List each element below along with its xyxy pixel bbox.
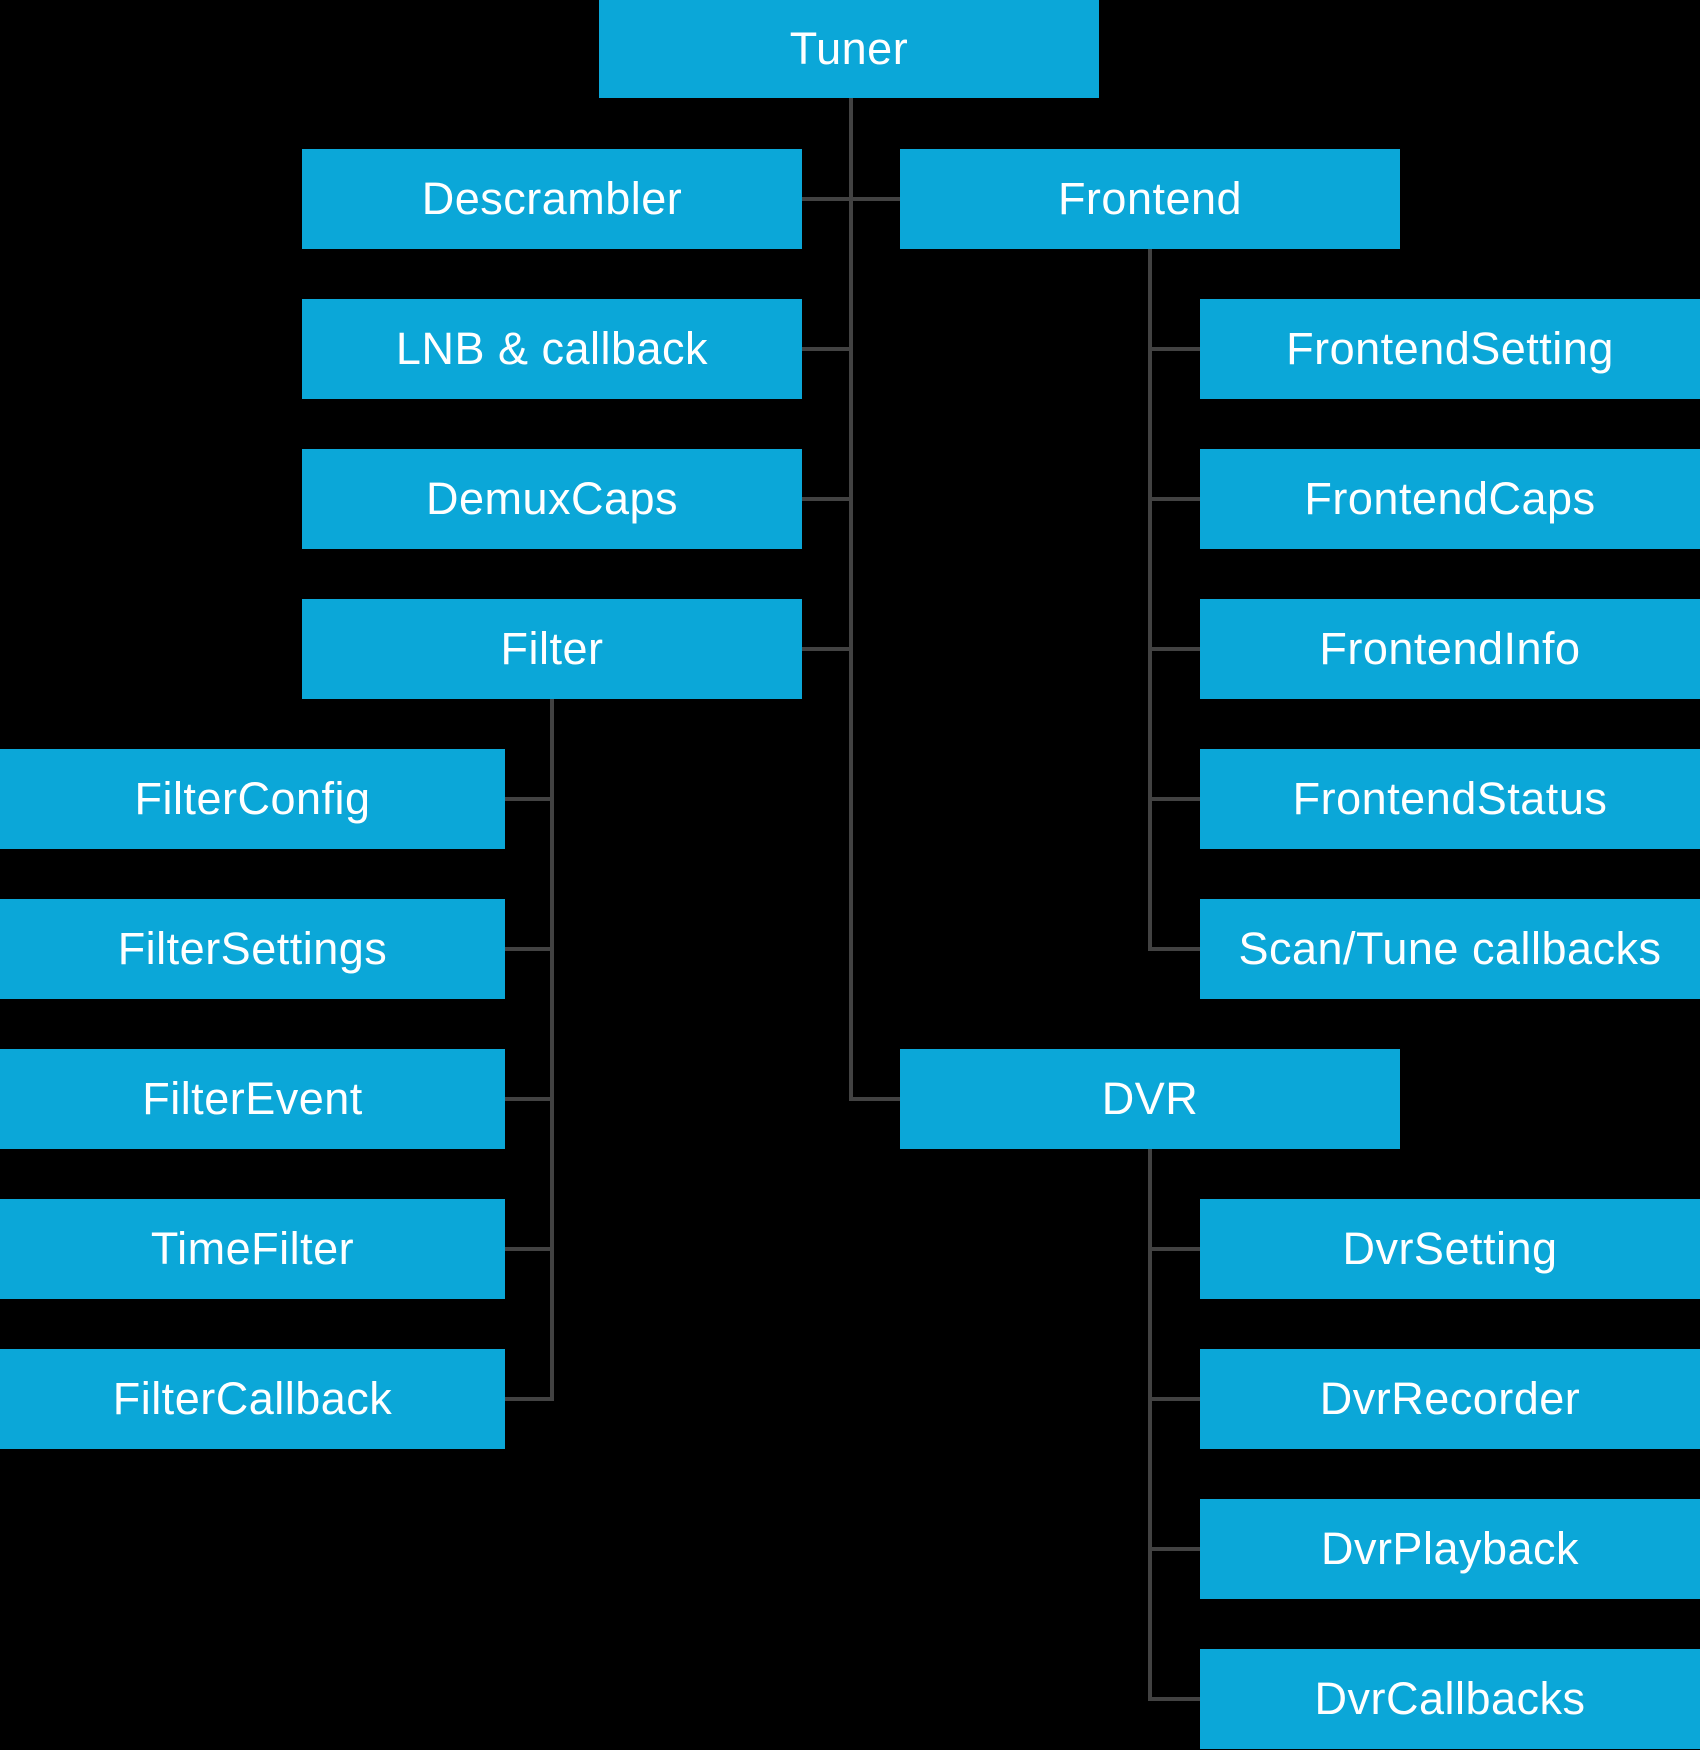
node-label-descrambler: Descrambler xyxy=(421,173,683,224)
connector-stub-lnb xyxy=(802,347,849,351)
connector-stub-timefilter xyxy=(505,1247,552,1251)
node-dvrsetting: DvrSetting xyxy=(1200,1199,1700,1299)
node-tuner: Tuner xyxy=(599,0,1099,98)
node-label-dvrsetting: DvrSetting xyxy=(1342,1223,1558,1274)
node-dvrcallbacks: DvrCallbacks xyxy=(1200,1649,1700,1749)
node-filtercallback: FilterCallback xyxy=(0,1349,505,1449)
connector-stub-dvrcallbacks xyxy=(1150,1697,1200,1701)
node-label-frontendcaps: FrontendCaps xyxy=(1304,473,1596,524)
connector-filter-trunk xyxy=(550,699,554,1401)
node-scan-tune-callbacks: Scan/Tune callbacks xyxy=(1200,899,1700,999)
connector-stub-frontendsetting xyxy=(1150,347,1200,351)
connector-stub-filter xyxy=(802,647,849,651)
node-label-demuxcaps: DemuxCaps xyxy=(425,473,679,524)
node-frontendstatus: FrontendStatus xyxy=(1200,749,1700,849)
node-frontendcaps: FrontendCaps xyxy=(1200,449,1700,549)
node-descrambler: Descrambler xyxy=(302,149,802,249)
connector-stub-scan-tune xyxy=(1150,947,1200,951)
connector-frontend-trunk xyxy=(1148,249,1152,951)
node-dvrplayback: DvrPlayback xyxy=(1200,1499,1700,1599)
node-label-dvrrecorder: DvrRecorder xyxy=(1319,1373,1581,1424)
node-label-frontendstatus: FrontendStatus xyxy=(1292,773,1608,824)
node-label-dvrcallbacks: DvrCallbacks xyxy=(1314,1673,1586,1724)
node-label-tuner: Tuner xyxy=(789,23,909,74)
connector-stub-filtercallback xyxy=(505,1397,552,1401)
connector-stub-demuxcaps xyxy=(802,497,849,501)
node-label-filtersettings: FilterSettings xyxy=(117,923,388,974)
node-label-filterconfig: FilterConfig xyxy=(134,773,371,824)
node-timefilter: TimeFilter xyxy=(0,1199,505,1299)
node-frontend: Frontend xyxy=(900,149,1400,249)
node-label-dvr: DVR xyxy=(1101,1073,1199,1124)
node-label-filtercallback: FilterCallback xyxy=(112,1373,393,1424)
node-filterconfig: FilterConfig xyxy=(0,749,505,849)
node-label-scan-tune-callbacks: Scan/Tune callbacks xyxy=(1238,923,1662,974)
connector-stub-dvrplayback xyxy=(1150,1547,1200,1551)
node-lnb-callback: LNB & callback xyxy=(302,299,802,399)
node-label-dvrplayback: DvrPlayback xyxy=(1320,1523,1580,1574)
connector-stub-dvrsetting xyxy=(1150,1247,1200,1251)
connector-stub-descrambler-frontend xyxy=(802,197,900,201)
node-label-frontendinfo: FrontendInfo xyxy=(1319,623,1581,674)
node-label-filter: Filter xyxy=(500,623,604,674)
connector-stub-filterevent xyxy=(505,1097,552,1101)
node-frontendsetting: FrontendSetting xyxy=(1200,299,1700,399)
node-filterevent: FilterEvent xyxy=(0,1049,505,1149)
node-label-lnb-callback: LNB & callback xyxy=(395,323,709,374)
connector-stub-filterconfig xyxy=(505,797,552,801)
node-filtersettings: FilterSettings xyxy=(0,899,505,999)
node-filter: Filter xyxy=(302,599,802,699)
node-label-frontendsetting: FrontendSetting xyxy=(1286,323,1614,374)
node-frontendinfo: FrontendInfo xyxy=(1200,599,1700,699)
node-label-timefilter: TimeFilter xyxy=(150,1223,355,1274)
node-demuxcaps: DemuxCaps xyxy=(302,449,802,549)
node-dvr: DVR xyxy=(900,1049,1400,1149)
node-label-frontend: Frontend xyxy=(1057,173,1243,224)
node-label-filterevent: FilterEvent xyxy=(142,1073,363,1124)
connector-stub-filtersettings xyxy=(505,947,552,951)
connector-stub-frontendstatus xyxy=(1150,797,1200,801)
connector-stub-dvr xyxy=(849,1097,900,1101)
node-dvrrecorder: DvrRecorder xyxy=(1200,1349,1700,1449)
connector-dvr-trunk xyxy=(1148,1149,1152,1701)
connector-stub-frontendinfo xyxy=(1150,647,1200,651)
connector-stub-dvrrecorder xyxy=(1150,1397,1200,1401)
connector-tuner-trunk xyxy=(849,98,853,1101)
connector-stub-frontendcaps xyxy=(1150,497,1200,501)
